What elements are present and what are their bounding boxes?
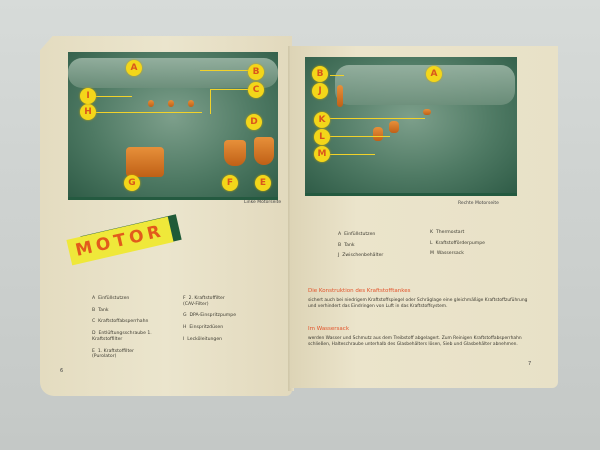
injector-shape [188,100,194,107]
callout-h: H [80,104,96,120]
left-legend-col2: F 2. Kraftstoffilter (CAV-Filter) G DPA-… [183,296,238,343]
legend-item: L Kraftstofförderpumpe [430,240,486,246]
legend-item: A Einfüllstutzen [92,296,130,301]
filter-f-shape [224,140,246,166]
callout-line [330,118,425,119]
right-page-number: 7 [528,361,532,367]
legend-item: I Lecköleitungen [183,336,223,342]
thermostart-shape [423,109,431,115]
callout-m: M [314,146,330,162]
callout-b: B [312,66,328,82]
callout-line [200,70,250,71]
callout-e: E [255,175,271,191]
right-engine-photo [305,57,517,196]
legend-item: A Einfüllstutzen [338,232,376,237]
right-photo-caption: Rechte Motorseite [458,201,499,206]
callout-line [92,112,202,113]
legend-item: B Tank [92,307,109,313]
right-legend-col1: A Einfüllstutzen B Tank J Zwischenbehält… [338,232,383,259]
tank-shape [335,65,515,105]
legend-item: H Einspritzdüsen [183,325,224,331]
left-photo-caption: Linke Motorseite [244,200,282,205]
injection-pump-shape [126,147,164,177]
callout-line [210,89,211,114]
callout-b: B [248,64,264,80]
section-text-wassersack: werden Wasser und Schmutz aus dem Treibs… [308,336,522,348]
intermediate-container-shape [337,85,343,107]
callout-c: C [248,82,264,98]
section-text-tank: sichert auch bei niedrigem Kraftstoffspi… [308,298,528,310]
filter-e-shape [254,137,274,165]
callout-line [330,136,390,137]
callout-line [330,154,375,155]
injector-shape [168,100,174,107]
right-legend-col2: K Thermostart L Kraftstofförderpumpe M W… [430,230,485,257]
legend-item: K Thermostart [430,230,465,235]
pump-shape [389,121,399,133]
legend-item: D Entlüftungsschraube 1. Kraftstoffilter [92,331,152,342]
left-page-number: 6 [60,368,64,374]
callout-f: F [222,175,238,191]
callout-line [210,89,250,90]
legend-item: B Tank [338,242,355,248]
tank-shape [68,58,278,88]
callout-d: D [246,114,262,130]
legend-item: E 1. Kraftstoffilter (Purolator) [92,348,134,360]
callout-a: A [126,60,142,76]
callout-l: L [314,129,330,145]
legend-item: M Wassersack [430,251,464,257]
legend-item: C Kraftstoffabsperrhahn [92,319,149,325]
callout-k: K [314,112,330,128]
callout-i: I [80,88,96,104]
section-heading-wassersack: Im Wassersack [308,326,350,332]
left-legend-col1: A Einfüllstutzen B Tank C Kraftstoffabsp… [92,296,154,360]
callout-j: J [312,83,328,99]
legend-item: J Zwischenbehälter [338,253,384,259]
legend-item: G DPA-Einspritzpumpe [183,313,237,319]
injector-shape [148,100,154,107]
pump-shape [373,127,383,141]
callout-a: A [426,66,442,82]
left-engine-photo [68,52,278,200]
callout-g: G [124,175,140,191]
callout-line [92,96,132,97]
legend-item: F 2. Kraftstoffilter (CAV-Filter) [183,296,225,307]
callout-line [330,75,344,76]
section-heading-tank: Die Konstruktion des Kraftstofftankes [308,288,411,294]
